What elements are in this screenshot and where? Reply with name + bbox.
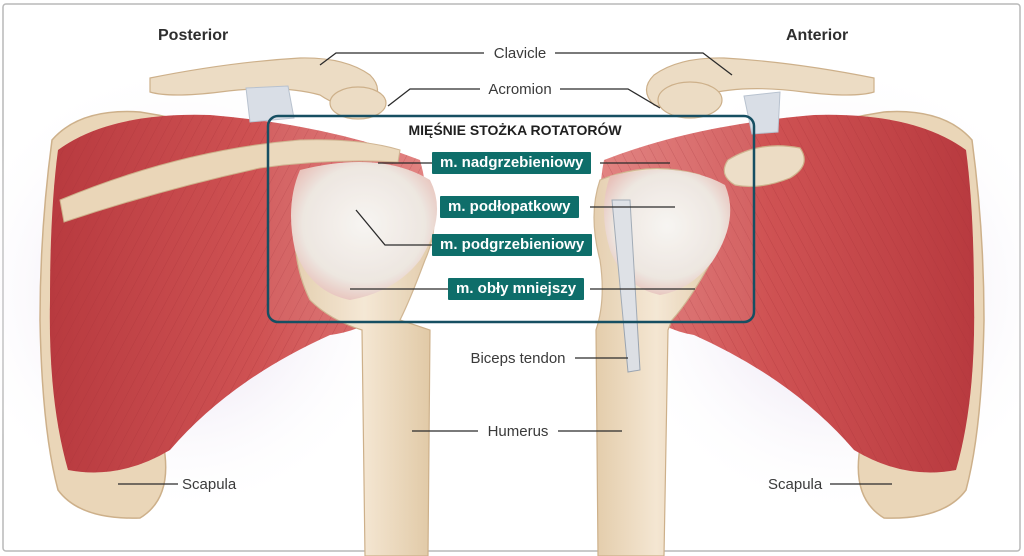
leader-clavicle-left [319,52,484,66]
posterior-heading: Posterior [158,27,228,44]
acromion-left-bone [329,86,387,120]
scapula-left-label: Scapula [182,476,237,493]
leader-acromion-right [560,88,661,109]
clavicle-label: Clavicle [494,45,547,62]
ligament-left [245,85,295,123]
muscle-tag-supraspinatus: m. nadgrzebieniowy [432,152,592,174]
anterior-heading: Anterior [786,27,848,44]
acromion-right-bone [657,81,723,119]
biceps-tendon-shape [611,199,641,373]
biceps-tendon-label: Biceps tendon [470,350,565,367]
rotator-cuff-overlay-panel [266,114,756,324]
scapular-spine [59,139,401,223]
rotator-cuff-tendons-right [604,169,731,295]
scapula-right-label: Scapula [768,476,823,493]
muscle-tag-teres-minor: m. obły mniejszy [448,278,585,300]
muscle-tag-infraspinatus: m. podgrzebieniowy [432,234,593,256]
muscle-tag-subscapularis: m. podłopatkowy [440,196,579,218]
leader-acromion-left [387,88,480,107]
leader-infraspinatus [355,209,432,246]
rotator-cuff-title: MIĘŚNIE STOŻKA ROTATORÓW [398,120,632,140]
coracoid-process [723,145,805,188]
rotator-cuff-tendons-left [291,162,438,300]
leader-lines [118,52,892,485]
leader-clavicle-right [555,52,733,76]
humerus-label: Humerus [488,423,549,440]
acromion-label: Acromion [488,81,551,98]
